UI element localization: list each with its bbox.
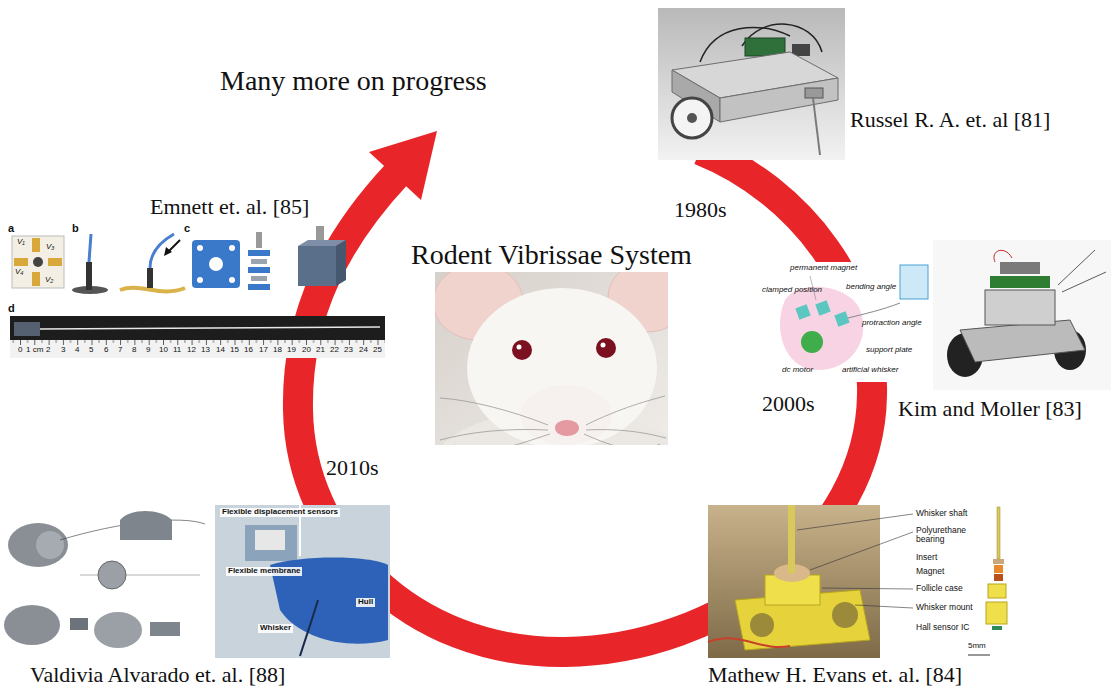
- valdivia-cad-and-photo: [0, 505, 390, 658]
- ruler-number: 7: [118, 346, 122, 355]
- citation-caption: Mathew H. Evans et. al. [84]: [708, 663, 962, 687]
- ruler-number: 9: [146, 346, 150, 355]
- part-name: Follicle case: [916, 584, 963, 593]
- ruler-number: 8: [132, 346, 136, 355]
- panel-letter: d: [8, 302, 15, 314]
- russel-robot-photo: [658, 8, 845, 160]
- era-label: 1980s: [674, 198, 727, 222]
- part-name: Whisker mount: [916, 603, 973, 612]
- part-name: Flexible membrane: [226, 567, 302, 576]
- ruler-number: 3: [61, 346, 65, 355]
- ruler-number: 23: [344, 346, 353, 355]
- ruler-number: 25: [373, 346, 382, 355]
- panel-letter: c: [184, 222, 190, 234]
- robot-panel: Russel R. A. et. al [81]: [658, 8, 845, 160]
- part-name: protraction angle: [862, 319, 922, 328]
- emnett-sensor-figure: [10, 226, 385, 358]
- part-name: Hall sensor IC: [916, 623, 969, 632]
- robot-panel: Kim and Moller [83]: [933, 240, 1111, 390]
- signal-name: V₂: [45, 276, 53, 285]
- ruler-number: 20: [302, 346, 311, 355]
- evans-whisker-photo: [708, 505, 1008, 658]
- ruler-number: 14: [216, 346, 225, 355]
- ruler-number: 19: [287, 346, 296, 355]
- ruler-number: 24: [359, 346, 368, 355]
- ruler-number: 17: [259, 346, 268, 355]
- citation-caption: Valdivia Alvarado et. al. [88]: [30, 663, 285, 687]
- sensor-panel: Valdivia Alvarado et. al. [88]: [0, 505, 390, 658]
- mouse-photo: [435, 272, 668, 445]
- ruler-number: 15: [230, 346, 239, 355]
- citation-caption: Kim and Moller [83]: [898, 397, 1082, 421]
- part-name: support plate: [866, 346, 912, 355]
- part-name: dc motor: [782, 366, 813, 375]
- ruler-number: 4: [75, 346, 79, 355]
- ruler-number: 1 cm: [26, 346, 43, 355]
- ruler-number: 5: [89, 346, 93, 355]
- ruler-number: 11: [173, 346, 181, 355]
- ruler-number: 0: [18, 346, 22, 355]
- sensor-panel: Emnett et. al. [85]: [5, 222, 390, 362]
- kim-robot-photo: [933, 240, 1111, 390]
- citation-caption: Emnett et. al. [85]: [150, 195, 309, 219]
- ruler-number: 6: [104, 346, 108, 355]
- next-step-label: Many more on progress: [220, 66, 487, 97]
- ruler-number: 18: [273, 346, 282, 355]
- part-name: Polyurethane bearing: [916, 526, 972, 545]
- centre-photo: Rodent Vibrissae System: [435, 272, 668, 445]
- panel-letter: a: [8, 222, 14, 234]
- ring-arrowhead: [369, 131, 437, 200]
- part-name: permanent magnet: [790, 264, 857, 273]
- citation-caption: Russel R. A. et. al [81]: [850, 108, 1050, 132]
- part-name: Insert: [916, 553, 937, 562]
- ruler-number: 16: [244, 346, 253, 355]
- ruler-number: 22: [330, 346, 339, 355]
- signal-name: V₃: [46, 243, 55, 252]
- part-name: Hull: [356, 598, 375, 607]
- ruler-number: 21: [316, 346, 325, 355]
- ruler-number: 12: [187, 346, 196, 355]
- part-name: Whisker shaft: [916, 509, 968, 518]
- kim-whisker-sketch: [760, 262, 932, 382]
- era-label: 2000s: [762, 392, 815, 416]
- era-label: 2010s: [326, 456, 379, 480]
- part-name: bending angle: [846, 283, 896, 292]
- ruler-number: 10: [159, 346, 168, 355]
- ruler-number: 13: [201, 346, 210, 355]
- part-name: artificial whisker: [842, 366, 898, 375]
- part-name: Whisker: [258, 624, 293, 633]
- signal-name: V₄: [15, 268, 24, 277]
- dimension: 5mm: [968, 642, 986, 651]
- ruler-number: 2: [46, 346, 50, 355]
- panel-letter: b: [72, 222, 79, 234]
- signal-name: V₁: [17, 238, 25, 247]
- citation-caption: Rodent Vibrissae System: [411, 240, 692, 271]
- part-name: Magnet: [916, 567, 944, 576]
- part-name: Flexible displacement sensors: [220, 508, 340, 517]
- part-name: clamped position: [762, 286, 822, 295]
